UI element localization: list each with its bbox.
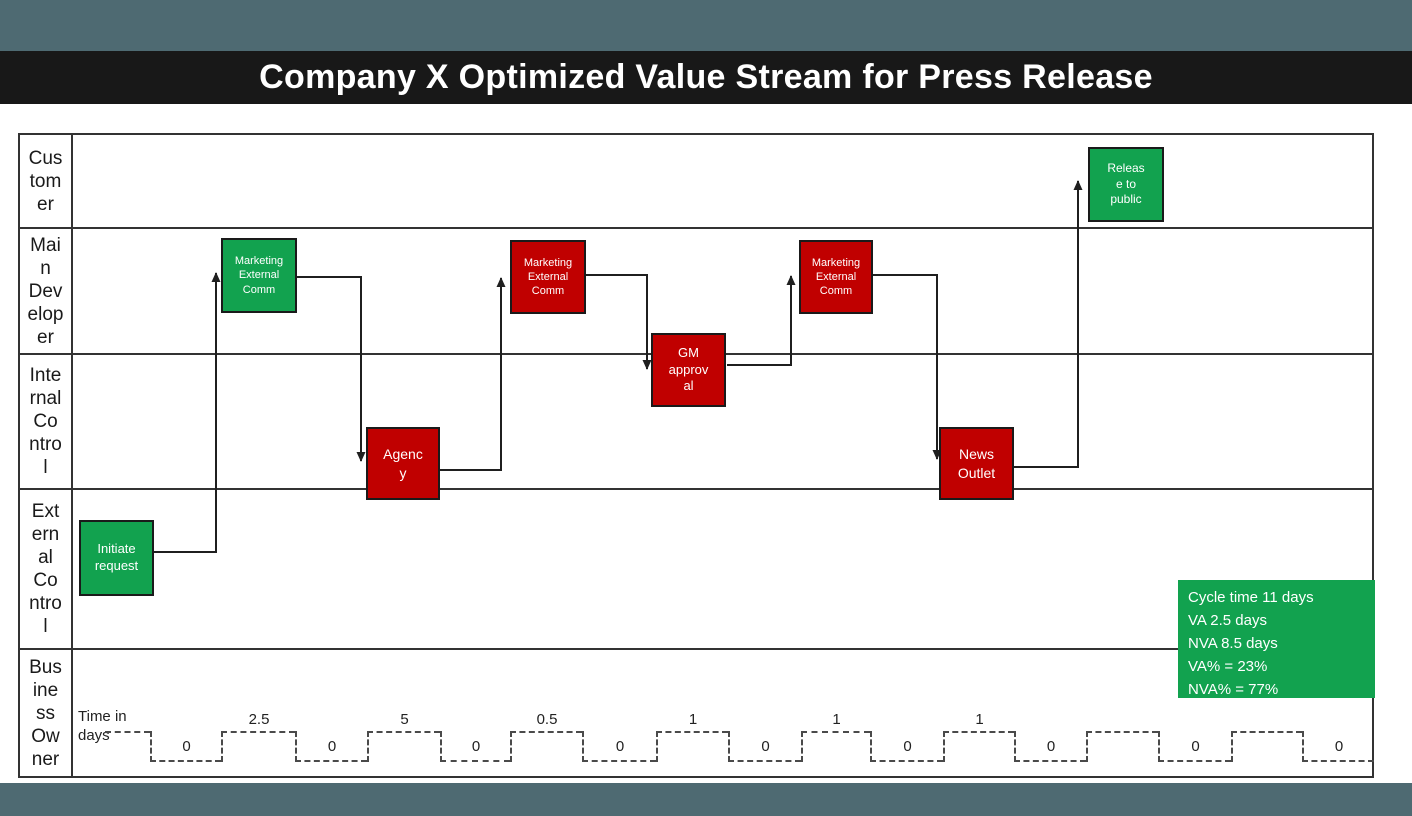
timeline-segment-low: 0 bbox=[150, 731, 221, 762]
timeline-value: 0 bbox=[903, 738, 912, 755]
timeline-value: 0 bbox=[1334, 738, 1344, 755]
timeline-segment-high bbox=[105, 731, 150, 762]
process-box-gm-approval: GM approv al bbox=[651, 333, 726, 407]
timeline-segment-low: 0 bbox=[582, 731, 656, 762]
timeline-segment-low: 0 bbox=[295, 731, 367, 762]
lane-label-business-owner: Bus ine ss Ow ner bbox=[20, 650, 73, 776]
process-box-agency: Agenc y bbox=[366, 427, 440, 500]
timeline-segment-high: 1 bbox=[656, 711, 728, 762]
top-accent-bar bbox=[0, 0, 1412, 51]
page-title: Company X Optimized Value Stream for Pre… bbox=[259, 58, 1153, 96]
timeline-segment-low: 0 bbox=[440, 731, 510, 762]
lane-label-external-control: Ext ern al Co ntro l bbox=[20, 490, 73, 648]
timeline-segment-low: 0 bbox=[1014, 731, 1086, 762]
timeline-segment-high: 1 bbox=[943, 711, 1014, 762]
timeline-value: 0.5 bbox=[536, 711, 558, 728]
summary-line: NVA% = 77% bbox=[1188, 681, 1279, 698]
lane-business-owner: Bus ine ss Ow ner bbox=[20, 650, 1372, 776]
timeline-value: 1 bbox=[688, 711, 698, 728]
timeline-value: 0 bbox=[1191, 738, 1200, 755]
timeline-value: 1 bbox=[975, 711, 984, 728]
summary-line: VA% = 23% bbox=[1188, 658, 1268, 675]
lane-label-main-developer: Mai n Dev elop er bbox=[20, 229, 73, 353]
summary-line: Cycle time 11 days bbox=[1188, 589, 1314, 606]
title-bar: Company X Optimized Value Stream for Pre… bbox=[0, 51, 1412, 104]
process-box-release-to-public: Releas e to public bbox=[1088, 147, 1164, 222]
timeline-value: 2.5 bbox=[248, 711, 270, 728]
summary-line: VA 2.5 days bbox=[1188, 612, 1267, 629]
process-box-news-outlet: News Outlet bbox=[939, 427, 1014, 500]
lane-internal-control: Inte rnal Co ntro l bbox=[20, 355, 1372, 490]
timeline-value: 0 bbox=[182, 738, 191, 755]
lane-body-customer bbox=[73, 135, 1372, 227]
lane-label-internal-control: Inte rnal Co ntro l bbox=[20, 355, 73, 488]
timeline-segment-low: 0 bbox=[1302, 731, 1374, 762]
timeline-segment-high: 0.5 bbox=[510, 711, 582, 762]
lane-label-customer: Cus tom er bbox=[20, 135, 73, 227]
timeline-value: 0 bbox=[1046, 738, 1056, 755]
timeline-segment-high: 2.5 bbox=[221, 711, 295, 762]
timeline-segment-high bbox=[1086, 731, 1158, 762]
process-box-marketing-external-comm-3: Marketing External Comm bbox=[799, 240, 873, 314]
swimlane-table: Cus tom er Mai n Dev elop er Inte rnal C… bbox=[18, 133, 1374, 778]
timeline-value: 1 bbox=[832, 711, 841, 728]
timeline-value: 0 bbox=[761, 738, 770, 755]
timeline-value: 0 bbox=[615, 738, 625, 755]
timeline-segment-low: 0 bbox=[728, 731, 801, 762]
timeline-value: 0 bbox=[327, 738, 337, 755]
timeline-segment-high: 5 bbox=[367, 711, 440, 762]
timeline-segment-high: 1 bbox=[801, 711, 870, 762]
timeline-value: 0 bbox=[471, 738, 481, 755]
process-box-initiate-request: Initiate request bbox=[79, 520, 154, 596]
lane-customer: Cus tom er bbox=[20, 135, 1372, 229]
lane-external-control: Ext ern al Co ntro l bbox=[20, 490, 1372, 650]
timeline-value: 5 bbox=[400, 711, 409, 728]
timeline-segment-low: 0 bbox=[870, 731, 943, 762]
summary-line: NVA 8.5 days bbox=[1188, 635, 1278, 652]
process-box-marketing-external-comm-2: Marketing External Comm bbox=[510, 240, 586, 314]
bottom-accent-bar bbox=[0, 783, 1412, 816]
timeline-segment-high bbox=[1231, 731, 1302, 762]
timeline-label: Time in days bbox=[78, 708, 127, 744]
timeline-segment-low: 0 bbox=[1158, 731, 1231, 762]
process-box-marketing-external-comm-1: Marketing External Comm bbox=[221, 238, 297, 313]
